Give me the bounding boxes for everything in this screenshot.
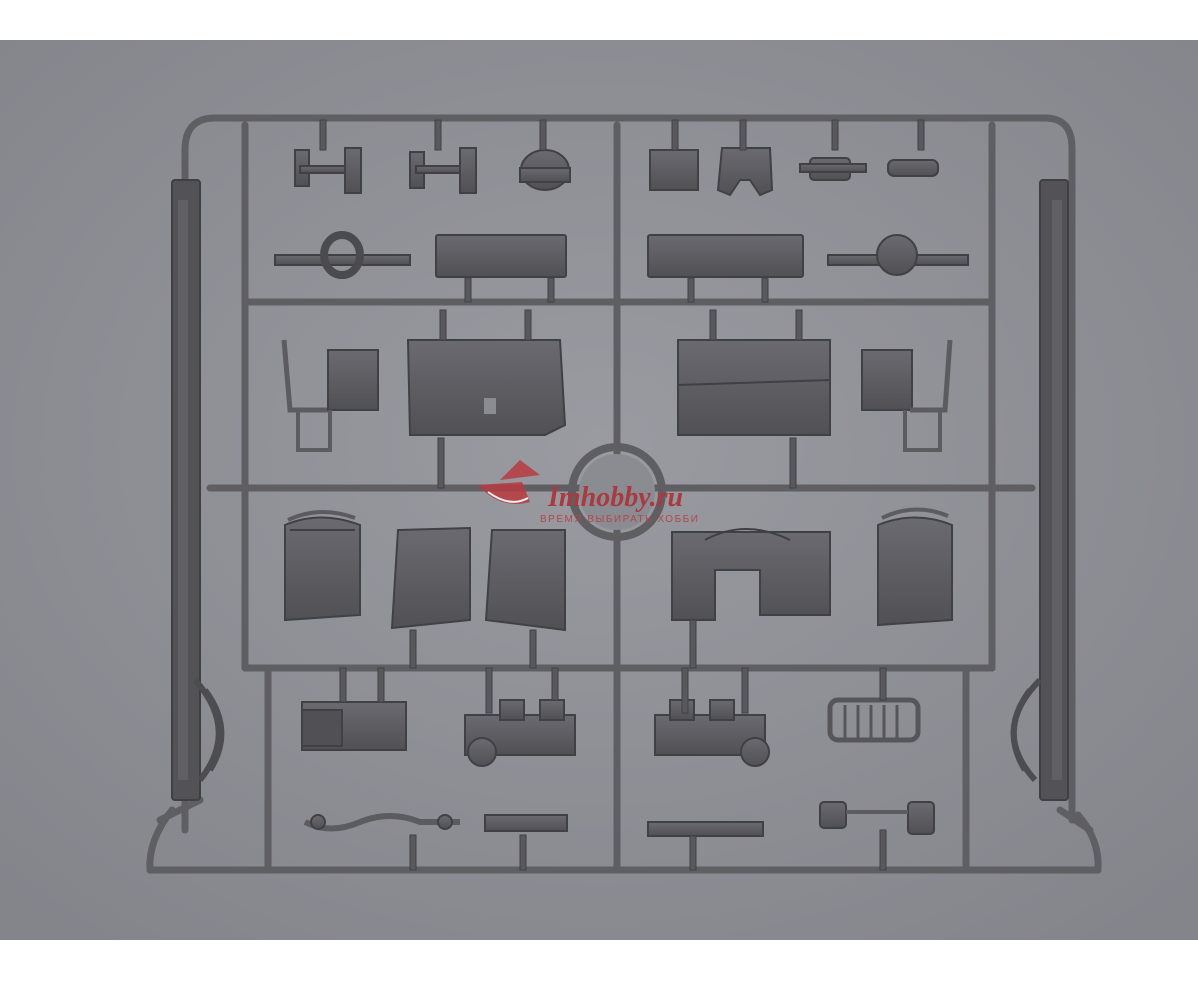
part-axle-right [827,234,969,276]
part-bracket-1 [294,147,362,194]
part-body-panel-right [677,339,831,436]
sprue-center-ring [568,443,666,541]
chassis-rail-right [1039,179,1069,801]
chassis-rail-left [171,179,201,801]
part-axle-left [274,231,411,279]
part-engine-block-left [464,699,576,767]
part-seat-frame-right [861,339,953,452]
watermark-brand: Imhobby.ru [547,482,683,513]
watermark [478,460,540,504]
sprue-gates [319,119,925,871]
part-body-panel-left [406,339,567,436]
part-pedals [819,801,935,835]
sprue-photo: Imhobby.ru ВРЕМЯ ВЫБИРАТЬ ХОББИ [0,40,1198,940]
leaf-spring-right [1010,677,1043,783]
part-bar-small [484,814,568,832]
part-cylinder-1 [799,157,867,181]
part-seat-frame-left [281,339,379,452]
watermark-tagline: ВРЕМЯ ВЫБИРАТЬ ХОББИ [540,514,699,525]
part-bar-long [647,821,764,837]
part-seat-bracket [716,147,774,197]
part-front-axle [303,813,460,832]
part-cylinder-2 [887,159,939,177]
part-panel-long-right [647,234,804,278]
part-plate-small [649,149,699,191]
watermark-ship-logo-icon [478,460,540,504]
part-louvre-panel-1 [390,526,471,630]
part-radiator-right [877,516,953,627]
leaf-spring-left [192,677,225,782]
part-battery-box [301,701,407,751]
part-firewall [671,528,831,621]
part-engine-block-right [654,699,770,767]
part-grille [827,697,921,743]
part-bracket-2 [409,147,477,194]
part-radiator-left [284,516,361,622]
part-panel-long-left [435,234,567,278]
part-differential-cover [519,149,571,191]
part-louvre-panel-2 [484,529,566,632]
